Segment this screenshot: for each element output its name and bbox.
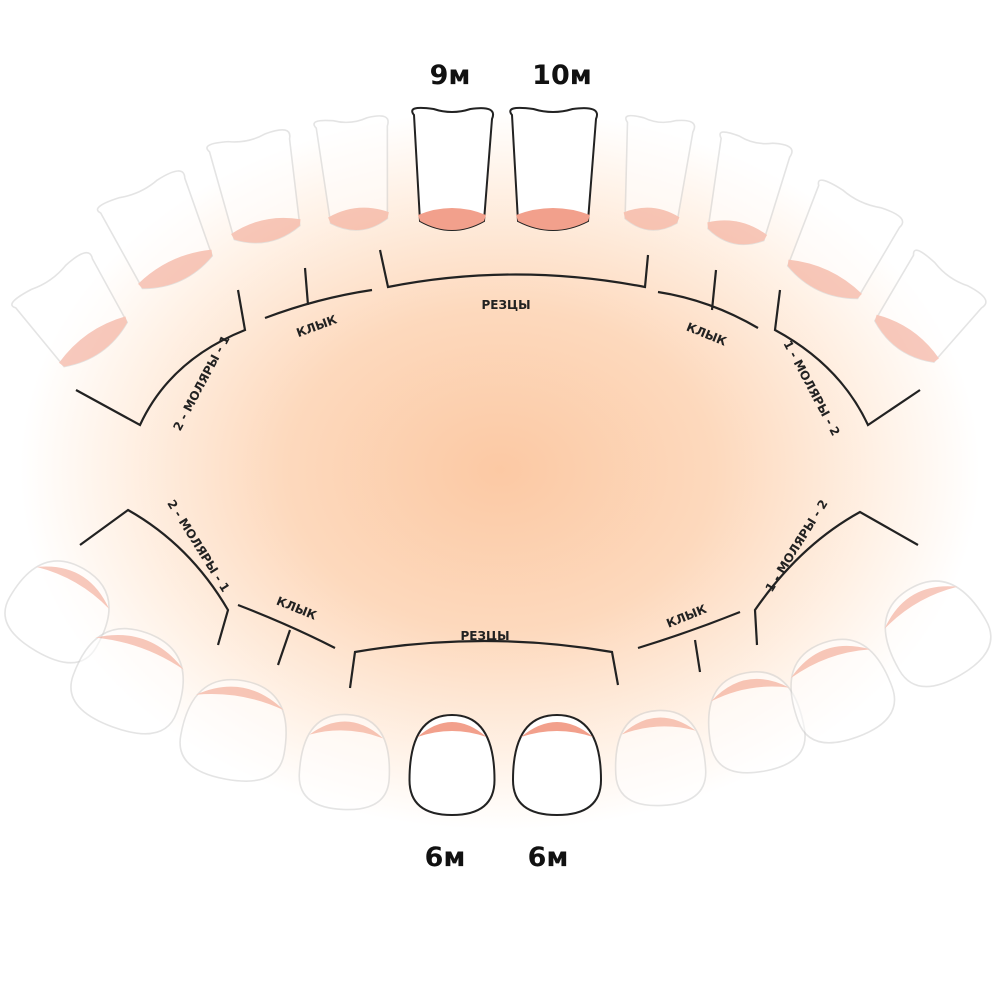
gum bbox=[417, 722, 487, 737]
tooth-crown bbox=[790, 638, 896, 744]
lower-canine-left-label: КЛЫК bbox=[274, 594, 318, 623]
gum bbox=[328, 207, 389, 230]
lower-tooth bbox=[614, 709, 707, 807]
upper-tooth bbox=[11, 251, 129, 368]
lower-tooth bbox=[70, 627, 184, 735]
gum bbox=[309, 721, 384, 739]
upper-molars-left-bracket bbox=[75, 289, 247, 427]
tooth-crown bbox=[408, 713, 496, 817]
gum bbox=[874, 314, 939, 363]
lower-molars-right-bracket bbox=[753, 510, 919, 646]
upper-molars-left-label: 2 - МОЛЯРЫ - 1 bbox=[170, 333, 232, 433]
lower-incisors-label: РЕЗЦЫ bbox=[460, 629, 509, 643]
gum bbox=[36, 566, 110, 609]
lower-right-incisor-age: 6м bbox=[528, 842, 569, 873]
upper-canine-right-bracket bbox=[657, 269, 759, 329]
tooth-crown bbox=[511, 713, 603, 817]
tooth-crown bbox=[298, 713, 391, 811]
upper-canine-left-label: КЛЫК bbox=[294, 312, 338, 340]
lower-incisors-bracket bbox=[348, 639, 620, 689]
upper-right-incisor-age: 10м bbox=[532, 60, 592, 91]
upper-incisors-bracket bbox=[378, 249, 650, 289]
upper-tooth bbox=[707, 131, 793, 246]
gum bbox=[418, 208, 486, 230]
upper-left-incisor-age: 9м bbox=[430, 60, 471, 91]
upper-incisors-label: РЕЗЦЫ bbox=[481, 298, 530, 312]
upper-canine-right-label: КЛЫК bbox=[684, 320, 728, 349]
gum bbox=[138, 249, 213, 289]
lower-tooth bbox=[179, 678, 287, 782]
gum bbox=[621, 717, 696, 735]
upper-molars-right-bracket bbox=[773, 289, 921, 427]
gum bbox=[707, 220, 768, 245]
lower-tooth-highlighted bbox=[408, 713, 496, 817]
lower-left-incisor-age: 6м bbox=[425, 842, 466, 873]
lower-molars-left-bracket bbox=[79, 508, 230, 646]
upper-canine-left-bracket bbox=[264, 267, 373, 320]
tooth-crown bbox=[179, 678, 287, 782]
upper-tooth bbox=[623, 114, 696, 231]
upper-tooth-highlighted bbox=[411, 106, 494, 231]
upper-tooth-highlighted bbox=[509, 106, 598, 231]
gum bbox=[711, 678, 790, 702]
lower-tooth bbox=[298, 713, 391, 811]
gum bbox=[790, 646, 870, 679]
upper-tooth bbox=[96, 170, 214, 290]
gum bbox=[231, 217, 301, 243]
upper-tooth bbox=[786, 179, 904, 300]
gum bbox=[787, 259, 862, 299]
tooth-crown bbox=[614, 709, 707, 807]
tooth-crown bbox=[70, 627, 184, 735]
gum bbox=[521, 722, 593, 737]
teeth-group bbox=[4, 106, 992, 817]
tooth-crown bbox=[884, 580, 992, 688]
lower-canine-right-bracket bbox=[637, 610, 741, 673]
gum bbox=[884, 586, 958, 629]
lower-canine-left-bracket bbox=[237, 603, 336, 666]
lower-tooth-highlighted bbox=[511, 713, 603, 817]
upper-tooth bbox=[313, 115, 389, 231]
gum bbox=[516, 208, 590, 230]
upper-tooth bbox=[206, 129, 301, 244]
gum bbox=[95, 635, 184, 670]
gum bbox=[196, 686, 284, 711]
lower-molars-right-label: 1 - МОЛЯРЫ - 2 bbox=[763, 497, 831, 594]
lower-tooth bbox=[4, 560, 110, 664]
gum bbox=[59, 316, 128, 367]
lower-tooth bbox=[884, 580, 992, 688]
upper-tooth bbox=[873, 249, 987, 363]
gum bbox=[623, 207, 680, 230]
lower-molars-left-label: 2 - МОЛЯРЫ - 1 bbox=[164, 497, 232, 594]
lower-tooth bbox=[790, 638, 896, 744]
